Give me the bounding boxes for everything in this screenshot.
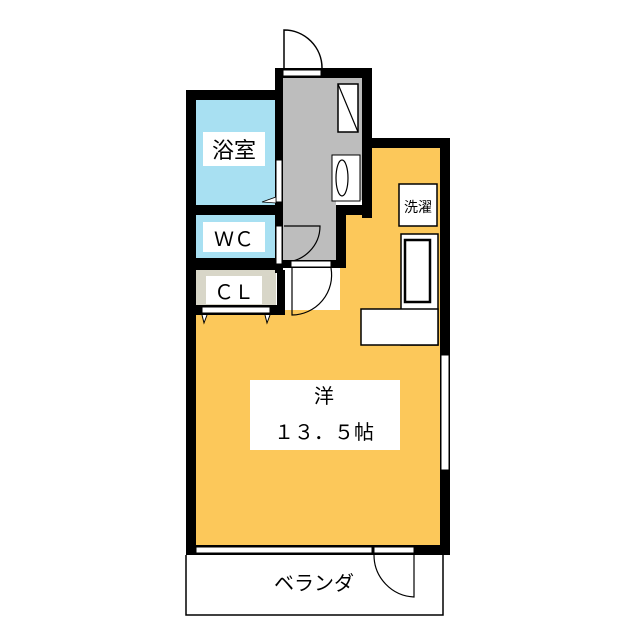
window-right	[440, 354, 450, 471]
washbasin-bowl-icon	[335, 159, 349, 197]
toilet-door	[275, 225, 283, 265]
balcony-label: ベランダ	[274, 571, 354, 595]
bathroom-door	[275, 159, 283, 203]
room-door-swing-icon	[291, 267, 333, 316]
balcony-door-swing-icon	[373, 554, 415, 598]
room-size-label: １３．５帖	[274, 420, 374, 444]
balcony-door-opening	[373, 546, 415, 554]
bathroom-door-marker	[261, 196, 277, 204]
balcony-outline	[185, 555, 444, 616]
closet-door	[201, 306, 271, 314]
room-label: 洋	[314, 384, 334, 408]
entrance-door-icon	[283, 29, 323, 69]
kitchen-sink-icon	[403, 238, 432, 304]
laundry-space	[398, 183, 438, 227]
room-fill-mid	[340, 210, 380, 315]
corridor-fill	[283, 150, 336, 260]
balcony-window	[195, 546, 373, 554]
laundry-label: 洗濯	[404, 200, 432, 216]
bathroom-label: 浴室	[212, 139, 256, 164]
closet-label: ＣＬ	[214, 280, 254, 304]
toilet-label: ＷＣ	[214, 227, 254, 251]
entrance-door-opening	[282, 69, 322, 77]
kitchen-counter-l	[360, 308, 439, 346]
closet-door-marker	[201, 314, 271, 325]
room-door-opening	[290, 260, 332, 268]
